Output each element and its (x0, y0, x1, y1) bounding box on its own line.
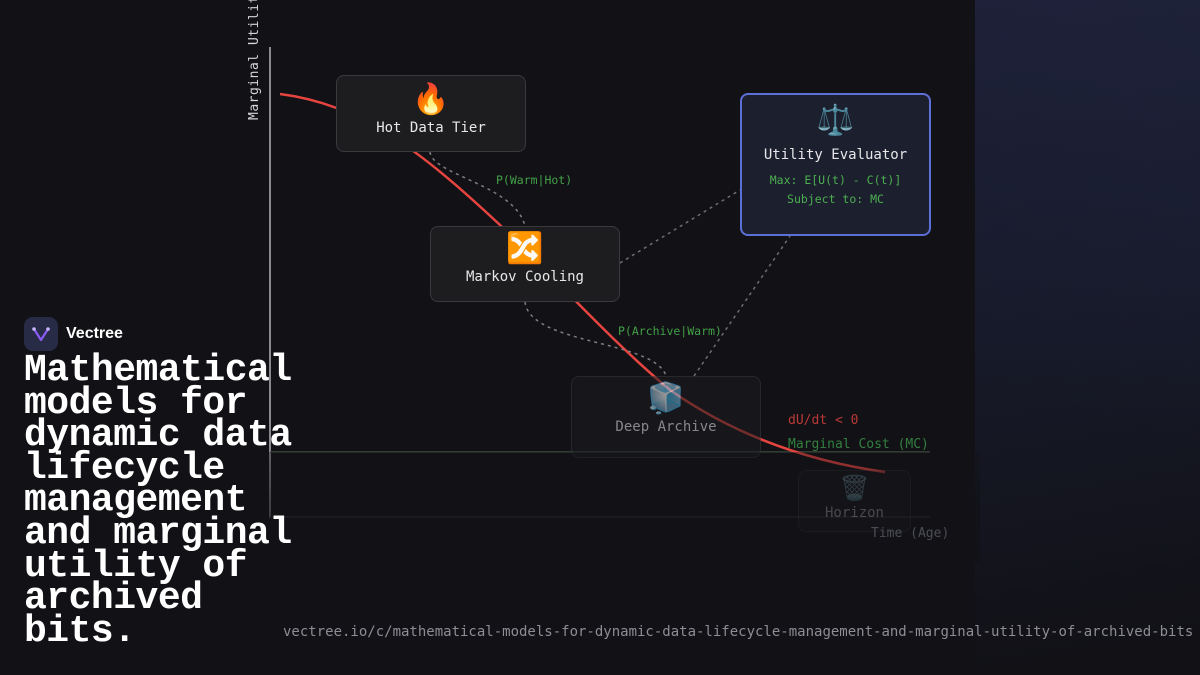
brand-name: Vectree (66, 325, 123, 342)
node-horizon[interactable]: 🗑️ Horizon (798, 470, 911, 532)
node-markov-label: Markov Cooling (465, 269, 584, 285)
page-url[interactable]: vectree.io/c/mathematical-models-for-dyn… (283, 624, 1194, 640)
node-horizon-label: Horizon (824, 505, 884, 521)
edge-label-archive-warm: P(Archive|Warm) (618, 324, 722, 338)
node-archive-label: Deep Archive (615, 419, 717, 435)
node-hot-data-tier[interactable]: 🔥 Hot Data Tier (336, 75, 526, 152)
page-title: Mathematical models for dynamic data lif… (24, 349, 292, 653)
edge-markov-to-archive (524, 301, 667, 377)
node-hot-label: Hot Data Tier (376, 120, 486, 136)
edge-label-warm-hot: P(Warm|Hot) (496, 173, 573, 187)
edge-archive-to-utility (693, 235, 791, 377)
node-utility-label: Utility Evaluator (763, 147, 908, 163)
node-utility-evaluator[interactable]: ⚖️ Utility Evaluator Max: E[U(t) - C(t)]… (740, 93, 931, 236)
ice-cube-icon: 🧊 (647, 381, 685, 416)
trash-icon: 🗑️ (839, 474, 870, 502)
marginal-cost-label: Marginal Cost (MC) (788, 437, 929, 452)
utility-formula-constraint: Subject to: MC (787, 192, 884, 206)
fire-icon: 🔥 (412, 82, 450, 117)
node-markov-cooling[interactable]: 🔀 Markov Cooling (430, 226, 620, 302)
utility-formula-objective: Max: E[U(t) - C(t)] (769, 173, 902, 187)
y-axis-label: Marginal Utility (247, 0, 262, 120)
brand[interactable]: Vectree (24, 317, 123, 351)
derivative-label: dU/dt < 0 (788, 413, 859, 428)
edge-markov-to-utility (619, 189, 741, 264)
balance-scale-icon: ⚖️ (816, 103, 855, 138)
edge-hot-to-markov (429, 151, 526, 227)
background-glow (975, 0, 1200, 675)
vectree-logo-icon (24, 317, 58, 351)
x-axis-label: Time (Age) (871, 526, 950, 541)
shuffle-icon: 🔀 (506, 231, 544, 266)
node-deep-archive[interactable]: 🧊 Deep Archive (571, 376, 761, 458)
